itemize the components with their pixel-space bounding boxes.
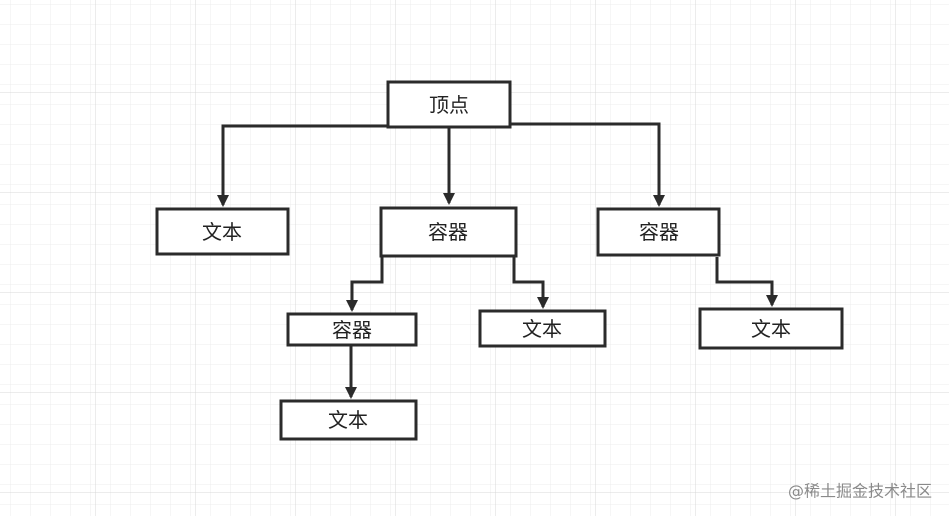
edge-root-to-right-container [510,122,665,207]
connectors [217,122,778,399]
nodes: 顶点 文本 容器 容器 容器 文本 文本 文本 [155,80,844,441]
node-mid-child-container-label: 容器 [332,318,372,342]
node-mid-child-container: 容器 [286,312,418,347]
node-leaf-text: 文本 [279,399,418,441]
node-leaf-text-label: 文本 [328,408,368,432]
node-right-child-text: 文本 [698,307,844,350]
node-root-label: 顶点 [429,93,469,117]
node-root: 顶点 [386,80,512,129]
node-mid-container-label: 容器 [428,220,468,244]
edge-right-container-to-right-child-text [715,257,778,307]
node-mid-child-text-label: 文本 [522,317,562,341]
node-right-container-label: 容器 [639,220,679,244]
node-left-text: 文本 [155,207,290,256]
node-right-child-text-label: 文本 [751,317,791,341]
node-left-text-label: 文本 [202,220,242,244]
node-mid-container: 容器 [379,206,518,258]
node-mid-child-text: 文本 [478,309,607,348]
edge-mid-container-to-mid-child-container [346,257,384,312]
node-right-container: 容器 [596,207,721,257]
edge-root-to-left-text [217,124,388,207]
watermark-text: @稀土掘金技术社区 [788,482,932,501]
edge-mid-container-to-mid-child-text [512,257,549,309]
